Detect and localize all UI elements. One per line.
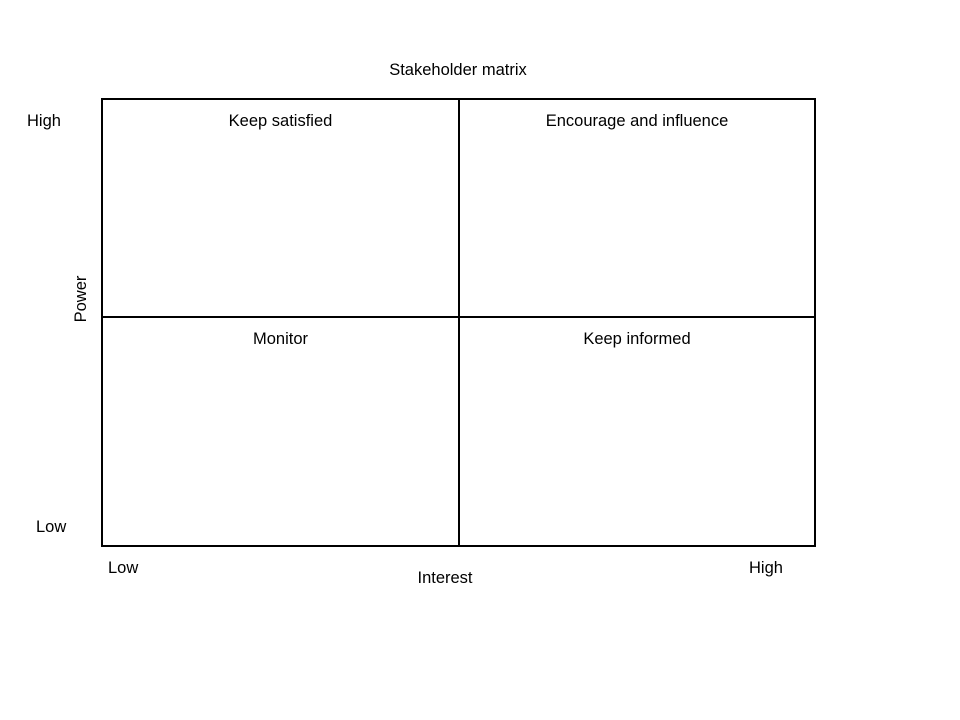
y-axis-tick-high: High (27, 112, 61, 130)
quadrant-label-keep-satisfied: Keep satisfied (228, 112, 333, 130)
quadrant-keep-informed[interactable]: Keep informed (460, 318, 814, 545)
x-axis-title-interest: Interest (417, 569, 473, 587)
quadrant-label-encourage-and-influence: Encourage and influence (545, 112, 729, 130)
y-axis-tick-low: Low (36, 518, 67, 536)
quadrant-label-keep-informed: Keep informed (583, 330, 691, 348)
quadrant-keep-satisfied[interactable]: Keep satisfied (103, 100, 458, 316)
vertical-divider-line (458, 100, 460, 545)
x-axis-tick-high: High (749, 559, 783, 577)
x-axis-tick-low: Low (108, 559, 139, 577)
quadrant-label-monitor: Monitor (252, 330, 309, 348)
horizontal-divider-line (103, 316, 814, 318)
y-axis-title-power: Power (72, 275, 90, 323)
matrix-frame: Keep satisfied Encourage and influence M… (101, 98, 816, 547)
chart-title: Stakeholder matrix (389, 61, 527, 79)
quadrant-encourage-and-influence[interactable]: Encourage and influence (460, 100, 814, 316)
quadrant-monitor[interactable]: Monitor (103, 318, 458, 545)
